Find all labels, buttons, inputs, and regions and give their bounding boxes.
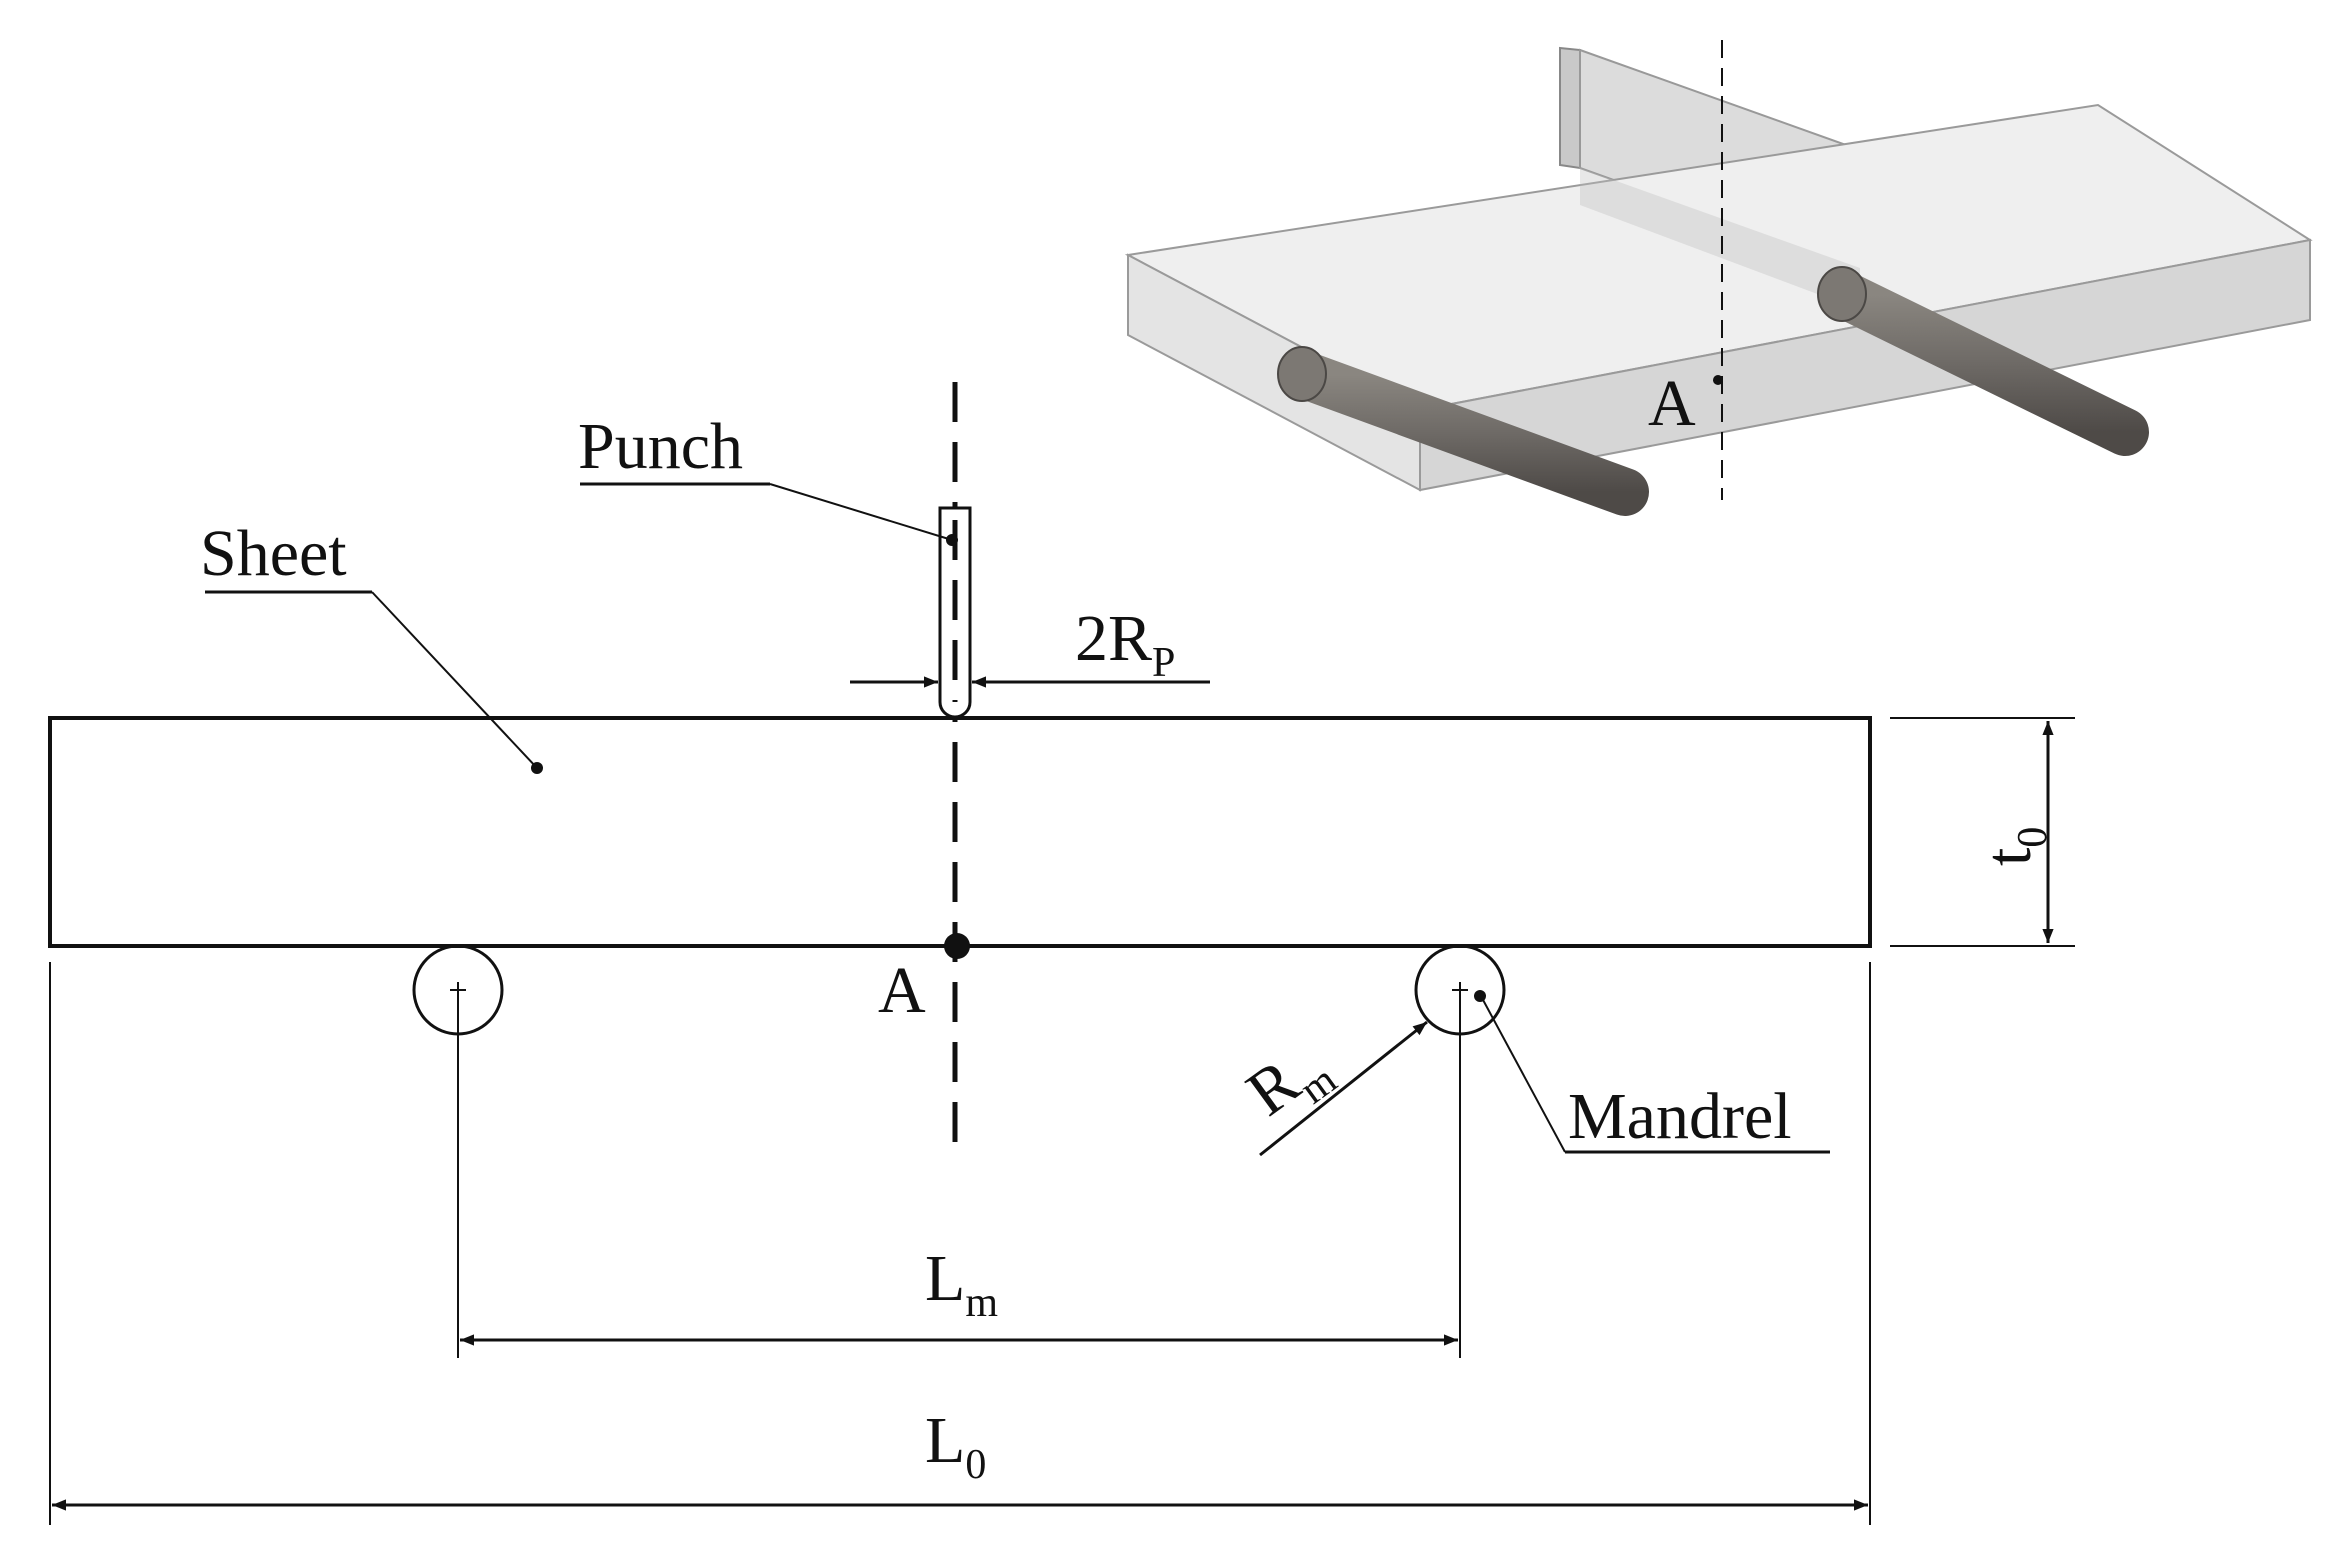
mandrel-span-label: Lm (925, 1242, 998, 1326)
mandrel-right (1414, 944, 1506, 1358)
punch-plate-overlay (1580, 168, 1860, 310)
mandrel-rod-right-3d (1817, 266, 2149, 456)
thickness-dimension: t0 (1890, 717, 2075, 947)
punch-width-dimension: 2RP (850, 602, 1210, 688)
mandrel-left (412, 944, 504, 1358)
punch-callout: Punch (578, 410, 958, 546)
mandrel-span-dimension: Lm (460, 1242, 1458, 1346)
punch-width-label: 2RP (1075, 602, 1175, 686)
point-a-label: A (878, 954, 926, 1027)
punch-label: Punch (578, 410, 743, 483)
isometric-view: A (1124, 40, 2313, 516)
point-a-marker-3d (1713, 375, 1723, 385)
sheet-rect (48, 716, 1872, 948)
thickness-label: t0 (1972, 827, 2056, 866)
sheet-length-dimension: L0 (49, 962, 1871, 1525)
mandrel-callout: Mandrel (1481, 997, 1830, 1154)
point-a-marker (944, 933, 970, 959)
mandrel-radius-dimension: Rm (1234, 1020, 1428, 1157)
mandrel-radius-label: Rm (1234, 1026, 1346, 1139)
mandrel-rod-left-3d (1277, 346, 1649, 516)
sheet-callout: Sheet (200, 517, 543, 774)
sheet-length-label: L0 (925, 1404, 986, 1488)
sheet-block-3d (1124, 103, 2313, 492)
sheet-label: Sheet (200, 517, 347, 590)
point-a-label-3d: A (1648, 367, 1696, 440)
front-view: 2RP A Rm (48, 382, 2075, 1525)
mandrel-label: Mandrel (1568, 1080, 1792, 1153)
